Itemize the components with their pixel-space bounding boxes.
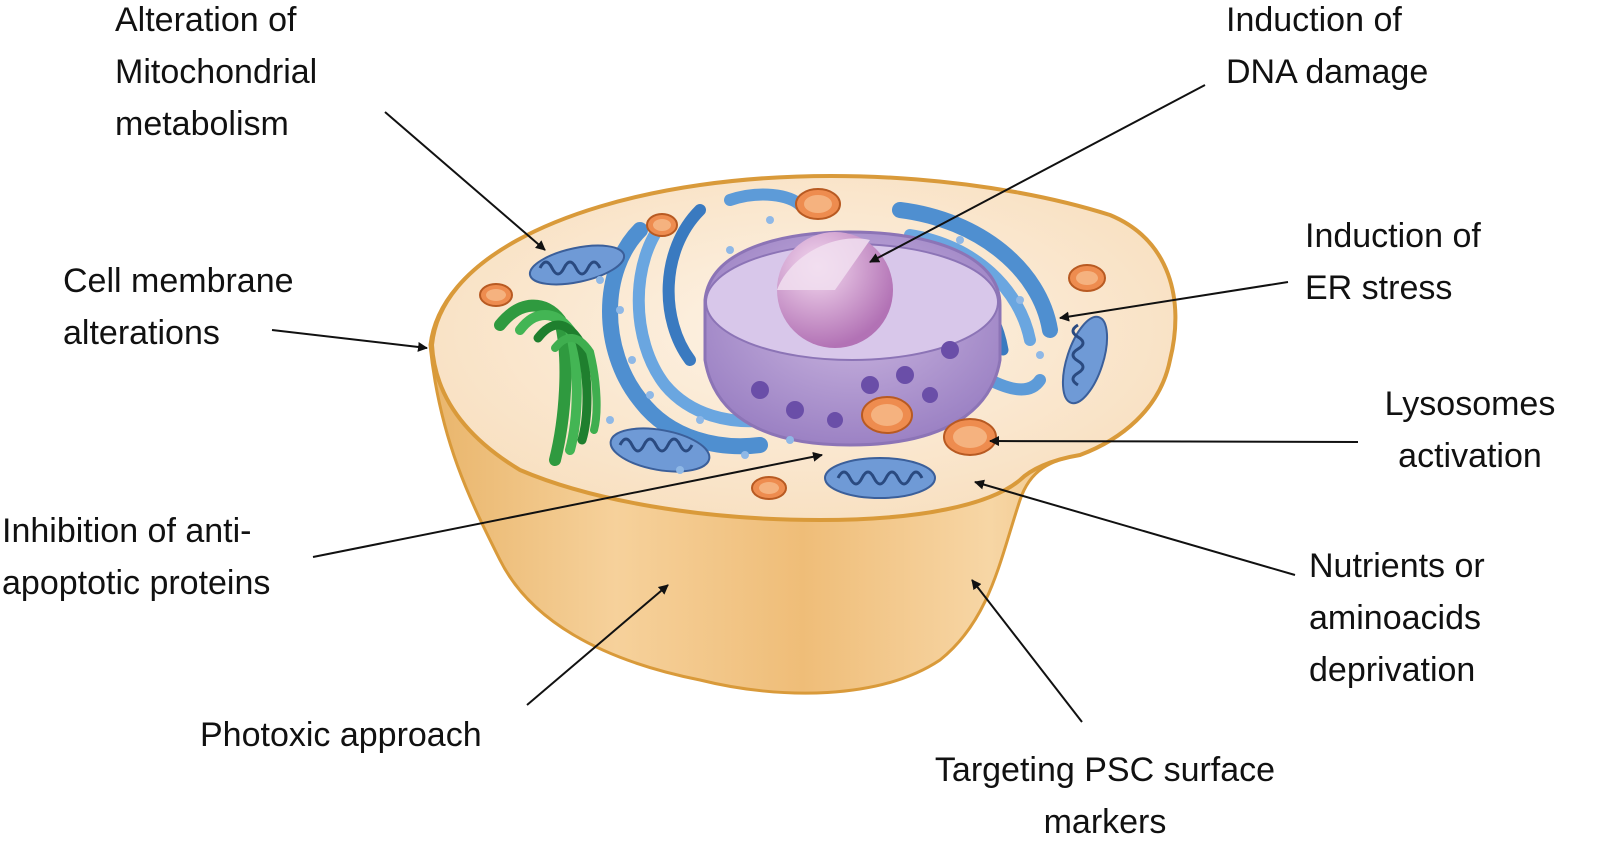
label-line: Induction of [1305,217,1481,255]
mitochondrion [528,244,626,286]
label-line: Targeting PSC surface [934,751,1276,789]
arrow-membrane [271,329,428,352]
label-line: activation [1398,437,1542,475]
mitochondrion [1061,315,1109,405]
nucleolus [777,232,893,348]
label-dna-damage: Induction of DNA damage [1226,0,1428,98]
label-mitochondrial-metabolism: Alteration of Mitochondrial metabolism [115,0,317,150]
golgi-apparatus [494,299,601,466]
lysosome [1068,264,1106,292]
label-anti-apoptotic: Inhibition of anti- apoptotic proteins [2,505,270,609]
lysosomes [479,188,1106,500]
arrow-dna [869,84,1206,263]
label-line: Induction of [1226,1,1402,39]
lysosome [646,213,678,237]
label-line: metabolism [115,105,289,143]
arrow-photoxic [526,584,669,706]
arrow-psc-markers [971,579,1083,723]
label-line: Cell membrane [63,262,294,300]
lysosome [795,188,841,220]
arrow-mitochondrial [384,111,546,251]
label-line: apoptotic proteins [2,564,271,602]
arrow-nutrients [974,479,1296,576]
arrow-lysosomes [989,436,1359,447]
label-line: Inhibition of anti- [2,512,252,550]
label-cell-membrane: Cell membrane alterations [63,255,294,359]
label-line: Nutrients or [1309,547,1485,585]
mitochondria [528,244,1109,499]
label-line: ER stress [1305,269,1453,307]
label-line: markers [1043,803,1167,841]
lysosome [943,418,997,456]
mitochondrion [824,457,936,499]
label-er-stress: Induction of ER stress [1305,210,1481,314]
ribosomes [596,216,1044,474]
label-line: Photoxic approach [200,716,482,754]
lysosome [861,396,913,434]
label-line: Lysosomes [1384,385,1556,423]
arrow-anti-apoptotic [312,451,823,558]
label-line: DNA damage [1226,53,1429,91]
label-line: deprivation [1309,651,1476,689]
label-lysosomes: Lysosomes activation [1360,378,1580,482]
callout-arrows [271,84,1359,723]
arrow-er-stress [1059,281,1289,322]
label-photoxic: Photoxic approach [200,709,482,761]
lysosome [479,283,513,307]
mitochondrion [609,427,711,473]
label-line: alterations [63,314,220,352]
label-nutrients: Nutrients or aminoacids deprivation [1309,540,1485,696]
label-line: Alteration of [115,1,297,39]
label-psc-markers: Targeting PSC surface markers [910,744,1300,848]
label-line: Mitochondrial [115,53,318,91]
label-line: aminoacids [1309,599,1481,637]
lysosome [751,476,787,500]
